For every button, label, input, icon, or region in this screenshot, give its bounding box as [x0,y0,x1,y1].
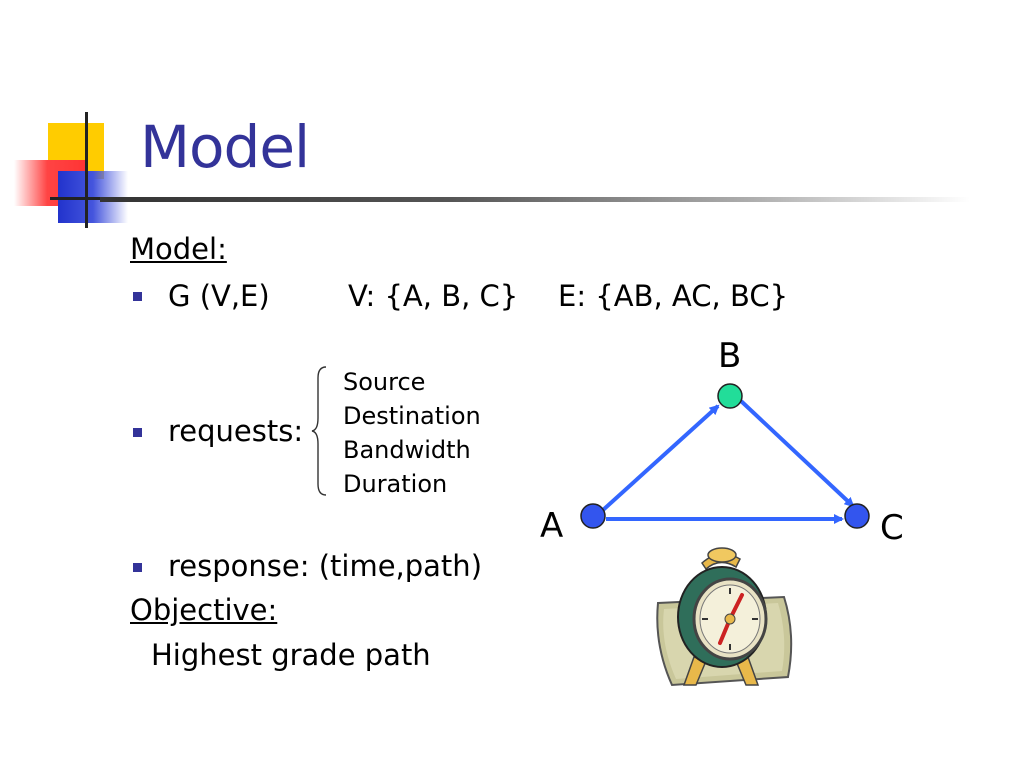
objective-text: Highest grade path [151,638,431,672]
alarm-clock-icon [656,547,793,687]
request-item-destination: Destination [343,402,481,430]
vertex-set: V: {A, B, C} [348,279,519,313]
node-label-b: B [718,336,742,376]
bullet-icon [133,428,142,437]
title-rule [100,197,970,202]
graph-diagram [580,383,870,529]
model-heading: Model: [130,232,227,266]
request-item-source: Source [343,368,426,396]
edge-set: E: {AB, AC, BC} [558,279,789,313]
node-b [717,383,743,409]
graph-definition: G (V,E) [168,279,270,313]
objective-heading: Objective: [130,593,278,627]
slide-title: Model [140,113,310,181]
title-decor-horizontal-line [50,197,110,200]
node-a [580,503,606,529]
edge-bc [739,399,855,508]
requests-label: requests: [168,414,304,448]
bullet-icon [133,563,142,572]
title-decor-vertical-line [85,112,88,228]
bullet-icon [133,292,142,301]
response-line: response: (time,path) [168,549,483,583]
node-label-c: C [880,508,904,548]
curly-brace-icon [311,366,327,496]
request-item-bandwidth: Bandwidth [343,436,471,464]
node-label-a: A [540,506,564,546]
edge-ab [601,404,720,512]
request-item-duration: Duration [343,470,448,498]
node-c [844,503,870,529]
